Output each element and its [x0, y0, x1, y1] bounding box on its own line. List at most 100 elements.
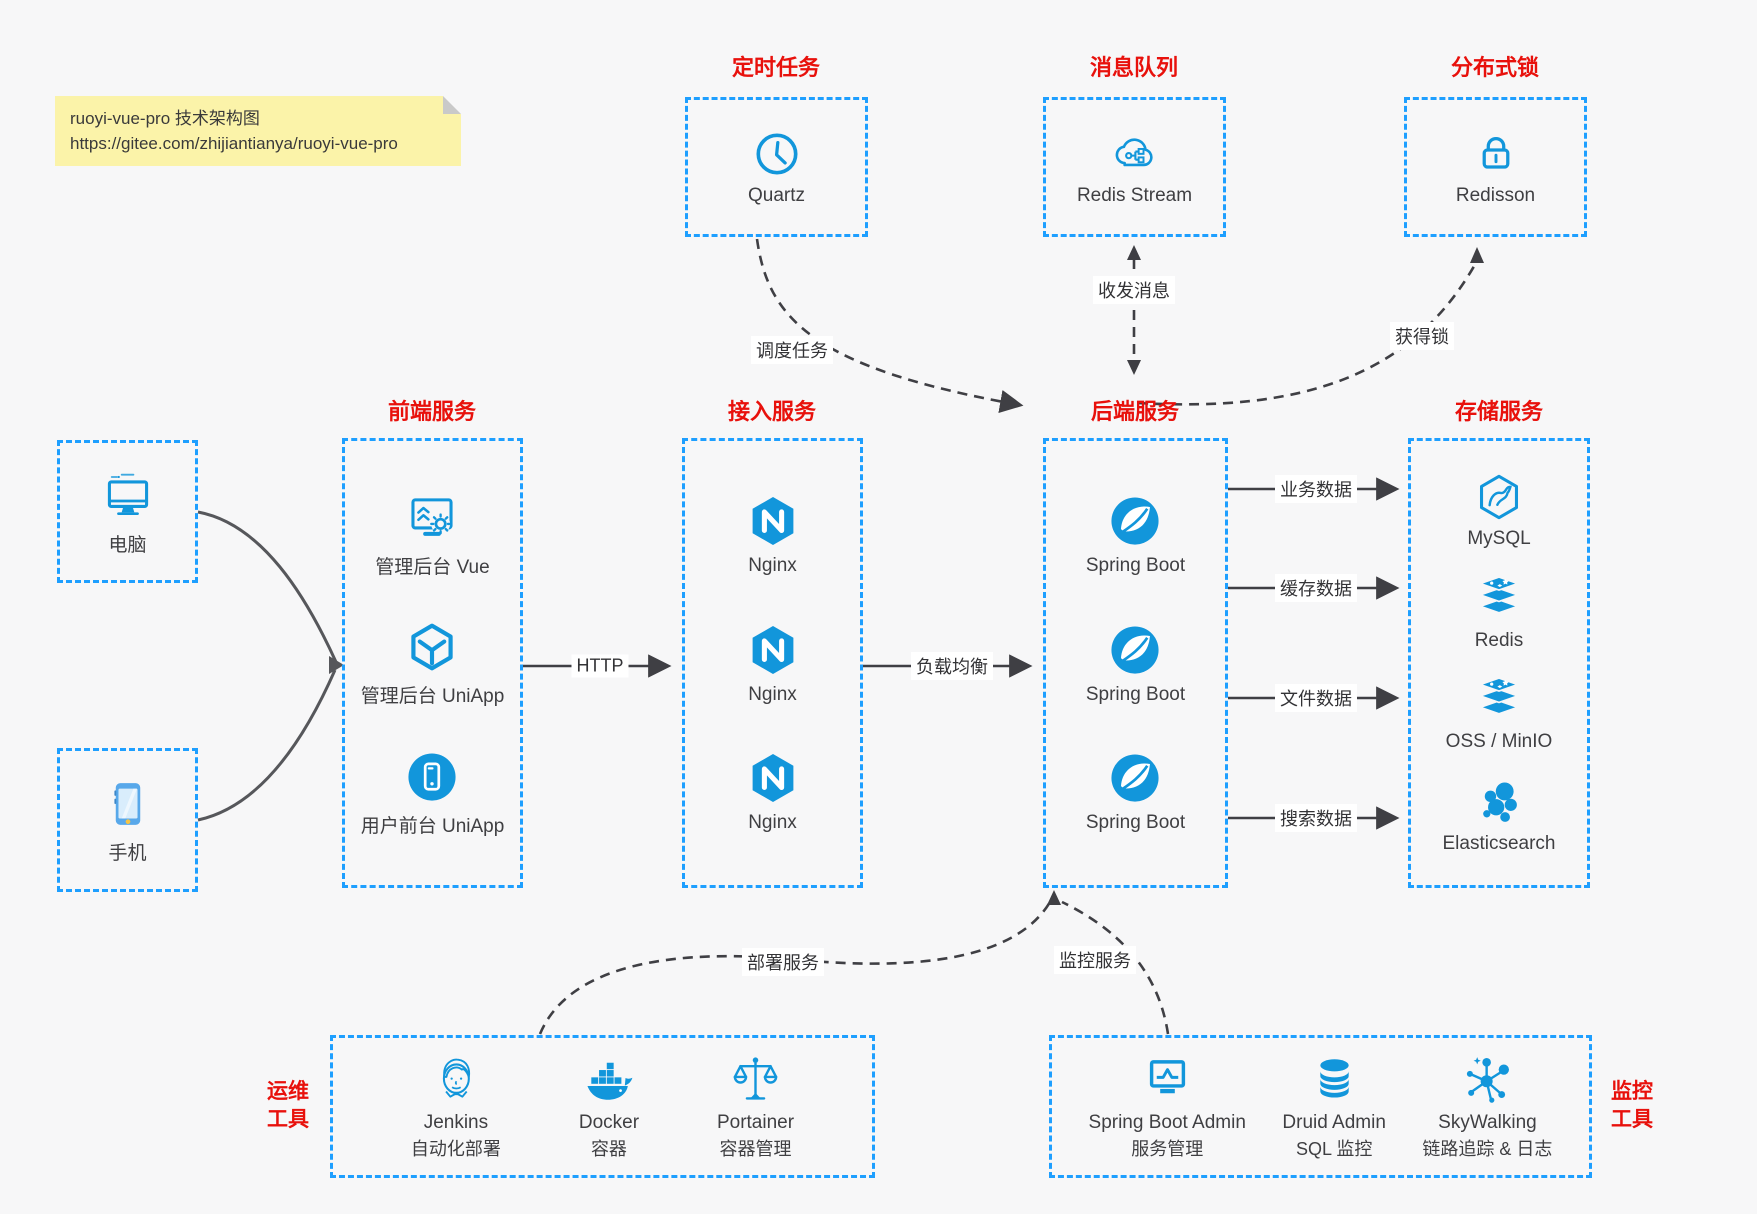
mq-box: Redis Stream	[1043, 97, 1226, 237]
user-app-icon	[403, 748, 461, 806]
frontend-item-admin-uniapp[interactable]: 管理后台 UniApp	[360, 618, 505, 708]
item-label: Redis Stream	[1076, 184, 1193, 206]
note-title: ruoyi-vue-pro 技术架构图	[70, 109, 260, 128]
edge-label-message: 收发消息	[1093, 276, 1175, 304]
edge-schedule-curve	[755, 238, 1024, 414]
item-label: OSS / MinIO	[1445, 731, 1553, 753]
item-label: Nginx	[748, 555, 797, 577]
item-desc: SQL 监控	[1295, 1139, 1373, 1159]
edge-label-monitor: 监控服务	[1054, 946, 1136, 974]
item-name: Druid Admin	[1282, 1112, 1386, 1133]
mq-title: 消息队列	[1089, 55, 1179, 80]
spring-boot-icon	[1106, 621, 1164, 679]
storage-stack-icon	[1473, 674, 1525, 726]
druid-db-icon	[1307, 1052, 1362, 1107]
spring-boot-icon	[1106, 749, 1164, 807]
frontend-item-admin-vue[interactable]: 管理后台 Vue	[375, 489, 490, 579]
nginx-icon	[744, 749, 802, 807]
devops-item-docker[interactable]: Docker 容器	[579, 1052, 639, 1161]
client-item-phone[interactable]: 手机	[99, 775, 157, 865]
cloud-stream-icon	[1108, 128, 1160, 180]
item-label: 管理后台 Vue	[375, 556, 490, 578]
item-name: SkyWalking	[1438, 1112, 1537, 1133]
item-label: MySQL	[1467, 528, 1531, 550]
backend-item-spring-boot-2[interactable]: Spring Boot	[1086, 621, 1185, 706]
edge-message-arrowhead-up	[1127, 245, 1141, 260]
item-label: 手机	[108, 843, 147, 864]
devops-tools-label: 运维 工具	[267, 1080, 309, 1131]
scheduler-box: Quartz	[685, 97, 868, 237]
note-url[interactable]: https://gitee.com/zhijiantianya/ruoyi-vu…	[70, 134, 398, 153]
dlock-item-redisson[interactable]: Redisson	[1456, 128, 1535, 207]
gateway-item-nginx-2[interactable]: Nginx	[744, 621, 802, 706]
monitoring-tools-label: 监控 工具	[1611, 1080, 1653, 1131]
edge-deploy-curve	[538, 901, 1052, 1035]
item-name: Jenkins	[423, 1112, 489, 1133]
item-desc: 服务管理	[1131, 1139, 1204, 1159]
dlock-box: Redisson	[1404, 97, 1587, 237]
elasticsearch-icon	[1473, 776, 1525, 828]
storage-title: 存储服务	[1454, 399, 1544, 424]
scheduler-title: 定时任务	[731, 55, 821, 80]
docker-icon	[581, 1052, 636, 1107]
edge-label-schedule: 调度任务	[751, 336, 833, 364]
item-name: Spring Boot Admin	[1088, 1112, 1246, 1133]
edge-monitor-curve	[1061, 900, 1170, 1035]
storage-item-oss-minio[interactable]: OSS / MinIO	[1445, 674, 1553, 753]
backend-item-spring-boot-1[interactable]: Spring Boot	[1086, 492, 1185, 577]
client-item-computer[interactable]: 电脑	[99, 467, 157, 557]
scheduler-item-quartz[interactable]: Quartz	[748, 128, 805, 207]
backend-item-spring-boot-3[interactable]: Spring Boot	[1086, 749, 1185, 834]
item-desc: 自动化部署	[410, 1139, 501, 1159]
item-label: Nginx	[748, 811, 797, 833]
item-label: Spring Boot	[1085, 811, 1186, 833]
client-computer-box: 电脑	[57, 440, 198, 583]
frontend-item-user-uniapp[interactable]: 用户前台 UniApp	[360, 748, 505, 838]
devops-tools-box: Jenkins 自动化部署 Docker 容器 Portainer 容器管理	[330, 1035, 875, 1178]
mq-item-redis-stream[interactable]: Redis Stream	[1077, 128, 1192, 207]
edge-label-cache-data: 缓存数据	[1275, 574, 1357, 602]
portainer-icon	[728, 1052, 783, 1107]
backend-services-box: Spring Boot Spring Boot Spring Boot	[1043, 438, 1228, 888]
gateway-title: 接入服务	[727, 399, 817, 424]
storage-item-elasticsearch[interactable]: Elasticsearch	[1443, 776, 1556, 855]
edge-clients-arrowhead	[329, 656, 344, 674]
monitoring-item-skywalking[interactable]: SkyWalking 链路追踪 & 日志	[1422, 1052, 1552, 1161]
gateway-item-nginx-3[interactable]: Nginx	[744, 749, 802, 834]
phone-icon	[99, 775, 157, 833]
frontend-title: 前端服务	[387, 399, 477, 424]
item-label: 管理后台 UniApp	[360, 686, 505, 707]
item-desc: 链路追踪 & 日志	[1422, 1139, 1553, 1159]
item-label: Spring Boot	[1085, 683, 1186, 705]
edge-computer-to-frontend	[197, 510, 338, 663]
nginx-icon	[744, 492, 802, 550]
edge-label-http: HTTP	[571, 654, 629, 678]
item-desc: 容器	[590, 1139, 627, 1159]
item-label: 用户前台 UniApp	[360, 815, 505, 837]
item-label: Redis	[1474, 629, 1524, 651]
skywalking-icon	[1460, 1052, 1515, 1107]
item-label: Spring Boot	[1085, 555, 1186, 577]
item-name: Portainer	[716, 1112, 795, 1133]
monitoring-item-druid[interactable]: Druid Admin SQL 监控	[1282, 1052, 1386, 1161]
edge-deploy-monitor-arrowhead	[1047, 890, 1061, 905]
item-label: Quartz	[747, 184, 806, 206]
item-label: 电脑	[108, 534, 147, 556]
edge-acquire-lock-arrowhead	[1470, 247, 1484, 263]
edge-phone-to-frontend	[197, 669, 337, 822]
gateway-item-nginx-1[interactable]: Nginx	[744, 492, 802, 577]
monitoring-tools-box: Spring Boot Admin 服务管理 Druid Admin SQL 监…	[1049, 1035, 1592, 1178]
item-desc: 容器管理	[719, 1139, 792, 1159]
item-label: Redisson	[1455, 184, 1536, 206]
monitoring-item-sba[interactable]: Spring Boot Admin 服务管理	[1089, 1052, 1246, 1161]
devops-item-portainer[interactable]: Portainer 容器管理	[717, 1052, 794, 1161]
jenkins-icon	[428, 1052, 483, 1107]
sticky-note: ruoyi-vue-pro 技术架构图 https://gitee.com/zh…	[55, 96, 461, 166]
client-phone-box: 手机	[57, 748, 198, 892]
mysql-icon	[1473, 471, 1525, 523]
storage-item-mysql[interactable]: MySQL	[1467, 471, 1531, 550]
computer-icon	[99, 467, 157, 525]
devops-item-jenkins[interactable]: Jenkins 自动化部署	[411, 1052, 501, 1161]
storage-item-redis[interactable]: Redis	[1473, 573, 1525, 652]
